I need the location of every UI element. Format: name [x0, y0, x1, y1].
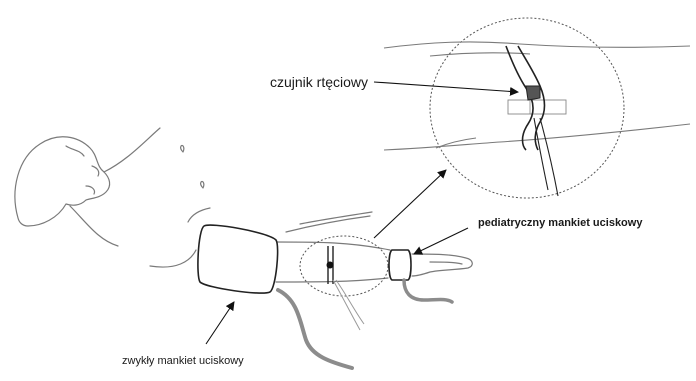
patient-neck	[70, 206, 118, 246]
forearm-bottom	[276, 278, 388, 282]
patient-shoulder	[104, 128, 160, 172]
magnified-view	[384, 18, 690, 198]
hand-outline	[412, 254, 472, 276]
patient-ear-mark-2	[201, 181, 204, 188]
standard-cuff	[198, 225, 352, 368]
pediatric-cuff-hose	[404, 280, 452, 302]
arrow-pediatric	[414, 228, 468, 254]
pediatric-cuff-label: pediatryczny mankiet uciskowy	[478, 218, 642, 229]
standard-cuff-label: zwykły mankiet uciskowy	[122, 356, 244, 367]
sensor-label: czujnik rtęciowy	[270, 75, 368, 89]
sensor-detail-small	[300, 236, 388, 330]
magnified-arm-top	[384, 42, 690, 48]
sensor-cable-2	[540, 118, 558, 196]
pediatric-cuff-body	[389, 250, 411, 280]
tape-piece	[508, 100, 566, 114]
sensor-cable-1	[534, 118, 548, 190]
small-sensor-dot	[327, 262, 334, 269]
small-sensor-wire	[333, 280, 364, 330]
arrow-standard	[206, 302, 234, 344]
magnified-arm-top-2	[430, 53, 530, 56]
small-dotted-circle	[300, 236, 388, 296]
patient-torso	[150, 250, 196, 267]
finger-line	[430, 262, 462, 264]
mercury-sensor-body	[526, 86, 540, 100]
upper-arm-top-2	[300, 212, 372, 224]
patient-torso-line	[188, 208, 210, 222]
patient-ear-mark	[181, 145, 184, 152]
patient-head	[15, 137, 110, 226]
arrow-magnify	[374, 170, 446, 238]
standard-cuff-body	[198, 225, 278, 293]
pediatric-cuff	[389, 250, 452, 302]
standard-cuff-hose	[278, 290, 352, 368]
arrow-sensor	[374, 82, 518, 92]
